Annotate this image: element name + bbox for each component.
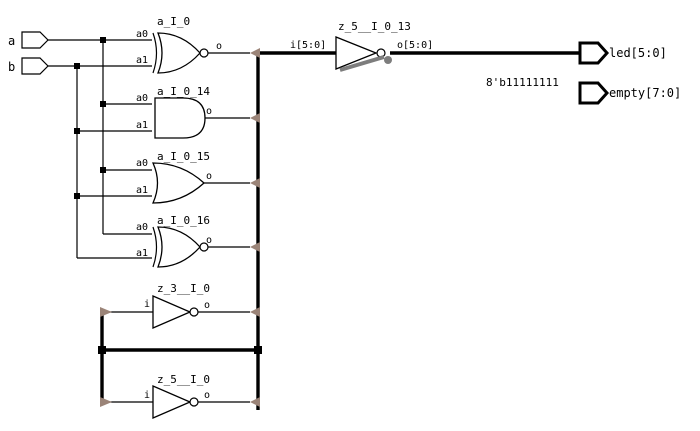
or-gate-body — [151, 162, 205, 204]
not-gate-body — [152, 385, 192, 419]
bus-slash-end — [384, 56, 392, 64]
gate-xor-a_I_0[interactable]: a_I_0 a0 a1 o — [136, 15, 250, 74]
input-port-a[interactable]: a — [8, 31, 49, 49]
svg-text:z_5__I_0_13: z_5__I_0_13 — [338, 20, 411, 33]
svg-text:i: i — [144, 390, 150, 401]
svg-text:empty[7:0]: empty[7:0] — [609, 86, 681, 100]
net-marker — [250, 113, 260, 123]
svg-text:a_I_0_16: a_I_0_16 — [157, 214, 210, 227]
xor-gate-body — [157, 32, 201, 74]
svg-text:i[5:0]: i[5:0] — [290, 40, 326, 51]
xor-input-arc — [152, 226, 158, 268]
bus-slash — [339, 55, 385, 72]
svg-text:o: o — [204, 390, 210, 401]
port-a-shape — [21, 31, 49, 49]
svg-text:a1: a1 — [136, 120, 148, 131]
output-port-led[interactable]: led[5:0] — [578, 41, 667, 65]
xor-input-arc — [152, 32, 158, 74]
gate-not-z_3__I_0[interactable]: z_3__I_0 i o — [109, 282, 250, 329]
svg-text:8'b11111111: 8'b11111111 — [486, 76, 559, 89]
buffer-body — [335, 36, 378, 70]
inverter-bubble — [199, 48, 209, 58]
svg-text:led[5:0]: led[5:0] — [609, 46, 667, 60]
svg-text:o[5:0]: o[5:0] — [397, 40, 433, 51]
junction-dot — [74, 63, 80, 69]
not-gate-body — [152, 295, 192, 329]
xor-gate-body — [157, 226, 201, 268]
bus-wires — [98, 51, 580, 410]
input-wires — [48, 37, 152, 259]
svg-text:z_3__I_0: z_3__I_0 — [157, 282, 210, 295]
net-marker — [250, 397, 260, 407]
constant-empty: 8'b11111111 — [486, 76, 559, 89]
gate-xor-a_I_0_16[interactable]: a_I_0_16 a0 a1 o — [136, 214, 250, 268]
svg-text:a_I_0: a_I_0 — [157, 15, 190, 28]
input-port-b[interactable]: b — [8, 57, 49, 75]
bus-junction — [98, 346, 106, 354]
net-markers — [100, 48, 260, 407]
svg-text:a: a — [8, 34, 15, 48]
net-marker — [100, 397, 112, 407]
junction-dot — [74, 193, 80, 199]
bus-junction — [254, 346, 262, 354]
svg-text:a0: a0 — [136, 158, 148, 169]
junction-dot — [100, 37, 106, 43]
gate-not-z_5__I_0[interactable]: z_5__I_0 i o — [109, 373, 250, 419]
net-marker — [250, 178, 260, 188]
net-marker — [250, 242, 260, 252]
gate-or-a_I_0_15[interactable]: a_I_0_15 a0 a1 o — [136, 150, 250, 204]
gate-and-a_I_0_14[interactable]: a_I_0_14 a0 a1 o — [136, 85, 250, 139]
net-marker — [250, 307, 260, 317]
svg-text:a0: a0 — [136, 29, 148, 40]
net-marker — [250, 48, 260, 58]
svg-text:a1: a1 — [136, 55, 148, 66]
output-port-empty[interactable]: empty[7:0] — [578, 81, 681, 105]
svg-text:a1: a1 — [136, 248, 148, 259]
svg-text:a0: a0 — [136, 93, 148, 104]
svg-text:b: b — [8, 60, 15, 74]
net-marker — [100, 307, 112, 317]
svg-text:a0: a0 — [136, 222, 148, 233]
svg-text:z_5__I_0: z_5__I_0 — [157, 373, 210, 386]
port-led-shape — [578, 41, 610, 65]
port-b-shape — [21, 57, 49, 75]
inverter-bubble — [376, 48, 386, 58]
and-gate-body — [154, 97, 206, 139]
svg-text:o: o — [204, 300, 210, 311]
svg-text:a1: a1 — [136, 185, 148, 196]
svg-text:o: o — [206, 171, 212, 182]
svg-text:o: o — [206, 106, 212, 117]
inverter-bubble — [189, 397, 199, 407]
inverter-bubble — [189, 307, 199, 317]
svg-text:a_I_0_15: a_I_0_15 — [157, 150, 210, 163]
port-empty-shape — [578, 81, 610, 105]
buffer-z_5__I_0_13[interactable]: z_5__I_0_13 i[5:0] o[5:0] — [290, 20, 433, 72]
junction-dot — [100, 167, 106, 173]
svg-text:i: i — [144, 299, 150, 310]
svg-text:o: o — [216, 41, 222, 52]
svg-text:a_I_0_14: a_I_0_14 — [157, 85, 210, 98]
junction-dot — [74, 128, 80, 134]
svg-text:o: o — [206, 235, 212, 246]
junction-dot — [100, 101, 106, 107]
